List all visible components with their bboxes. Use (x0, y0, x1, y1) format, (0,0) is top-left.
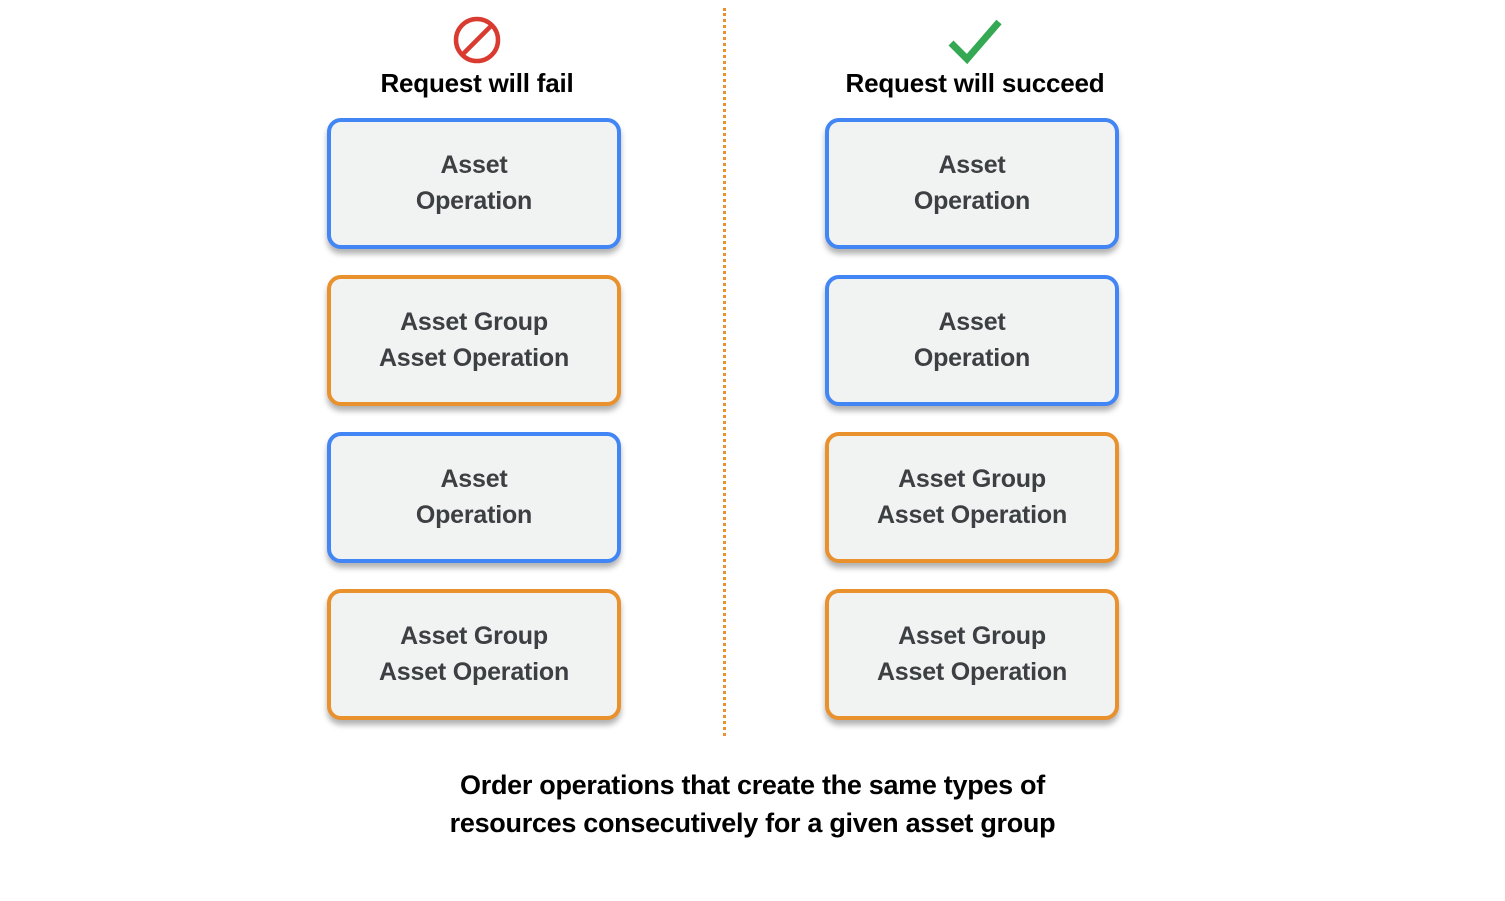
node-box[interactable]: Asset Operation (327, 432, 621, 563)
node-box-label: Asset Operation (913, 308, 1031, 372)
node-box-label: Asset Group Asset Operation (876, 465, 1068, 529)
node-box-label: Asset Group Asset Operation (876, 622, 1068, 686)
node-box-label: Asset Group Asset Operation (378, 622, 570, 686)
column-title-succeed: Request will succeed (845, 68, 1105, 98)
node-box[interactable]: Asset Operation (825, 118, 1119, 249)
column-request-will-succeed: Request will succeed Asset Operation Ass… (825, 12, 1125, 720)
vertical-dotted-divider (723, 8, 726, 736)
node-box[interactable]: Asset Group Asset Operation (825, 589, 1119, 720)
box-stack-succeed: Asset Operation Asset Operation Asset Gr… (825, 118, 1125, 720)
box-stack-fail: Asset Operation Asset Group Asset Operat… (327, 118, 627, 720)
column-header-fail: Request will fail (327, 12, 627, 96)
prohibition-icon (452, 12, 502, 68)
column-title-fail: Request will fail (380, 68, 574, 98)
checkmark-icon (944, 12, 1006, 68)
diagram-caption: Order operations that create the same ty… (449, 770, 1056, 839)
column-request-will-fail: Request will fail Asset Operation Asset … (327, 12, 627, 720)
node-box-label: Asset Group Asset Operation (378, 308, 570, 372)
node-box[interactable]: Asset Group Asset Operation (825, 432, 1119, 563)
column-header-succeed: Request will succeed (825, 12, 1125, 96)
node-box[interactable]: Asset Operation (825, 275, 1119, 406)
node-box-label: Asset Operation (415, 465, 533, 529)
node-box[interactable]: Asset Operation (327, 118, 621, 249)
node-box-label: Asset Operation (415, 151, 533, 215)
node-box[interactable]: Asset Group Asset Operation (327, 589, 621, 720)
node-box-label: Asset Operation (913, 151, 1031, 215)
node-box[interactable]: Asset Group Asset Operation (327, 275, 621, 406)
